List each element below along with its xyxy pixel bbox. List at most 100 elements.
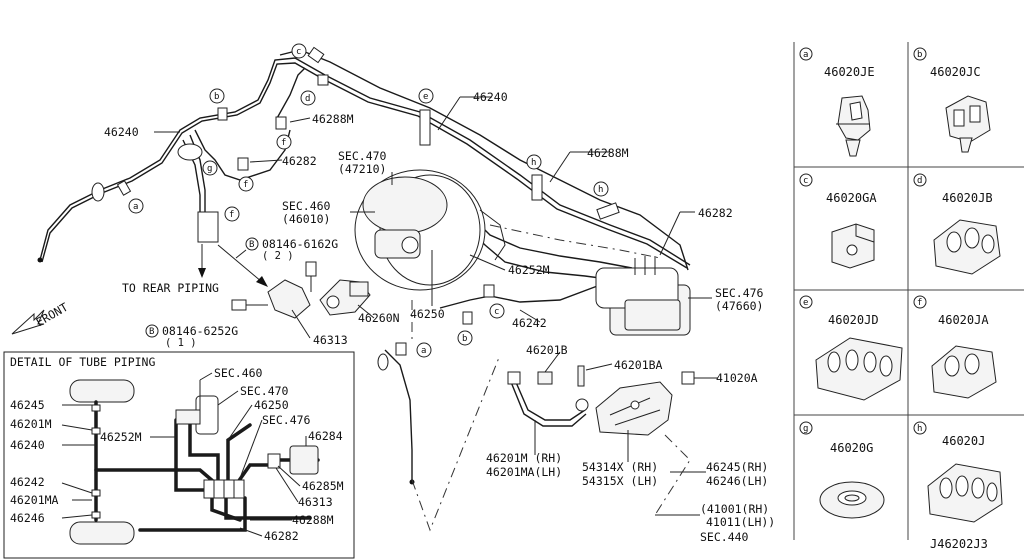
clip-46020jd-icon bbox=[815, 337, 903, 401]
svg-text:e: e bbox=[423, 92, 428, 102]
clip-panel-h: h 46020J bbox=[913, 421, 1003, 523]
label-46201ma: 46201MA(LH) bbox=[486, 465, 562, 479]
svg-text:c: c bbox=[296, 47, 301, 57]
ref-circle-f: f bbox=[238, 176, 254, 192]
backing-plate-54314x bbox=[595, 381, 673, 436]
brake-pipe-46288m bbox=[279, 49, 689, 271]
svg-text:b: b bbox=[462, 334, 467, 344]
brake-hose-46201m bbox=[507, 371, 589, 427]
svg-text:g: g bbox=[207, 164, 212, 174]
clip-part-46020jd: 46020JD bbox=[828, 313, 879, 327]
detail-master-cylinder bbox=[175, 409, 201, 425]
main-piping-drawing: 46240 46240 46288M 46288M 46282 46282 SE… bbox=[11, 43, 988, 551]
svg-text:08146-6252G: 08146-6252G bbox=[162, 324, 238, 338]
svg-text:a: a bbox=[133, 202, 138, 212]
svg-text:08146-6162G: 08146-6162G bbox=[262, 237, 338, 251]
abs-actuator bbox=[595, 256, 691, 336]
clip-panel-d: d 46020JB bbox=[913, 173, 1001, 275]
detail-label-46288m: 46288M bbox=[292, 513, 334, 527]
detail-label-46250: 46250 bbox=[254, 398, 289, 412]
svg-text:c: c bbox=[494, 307, 499, 317]
clip-46020ga-icon bbox=[831, 223, 875, 269]
label-sec460: SEC.460 bbox=[282, 199, 331, 213]
detail-label-46245: 46245 bbox=[10, 398, 45, 412]
diagram-id: J46202J3 bbox=[930, 537, 988, 551]
detail-title: DETAIL OF TUBE PIPING bbox=[10, 355, 155, 369]
label-sec476: SEC.476 bbox=[715, 286, 764, 300]
label-sec470-sub: (47210) bbox=[338, 162, 386, 176]
label-46245: 46245(RH) bbox=[706, 460, 768, 474]
detail-label-sec476: SEC.476 bbox=[262, 413, 311, 427]
grommet-46020g-icon bbox=[819, 481, 885, 519]
ref-circle-a: a bbox=[128, 198, 144, 214]
clip-panel-c: c 46020GA bbox=[799, 173, 877, 269]
label-54315x: 54315X (LH) bbox=[582, 474, 658, 488]
label-46282: 46282 bbox=[282, 154, 317, 168]
ref-circle-b: b bbox=[209, 88, 225, 104]
clip-panel-f: f 46020JA bbox=[913, 295, 997, 399]
clip-part-46020jc: 46020JC bbox=[930, 65, 981, 79]
clip-46020ja-icon bbox=[931, 345, 997, 399]
ref-circle-f: f bbox=[224, 206, 240, 222]
label-46201m: 46201M (RH) bbox=[486, 451, 562, 465]
detail-label-46201m: 46201M bbox=[10, 417, 52, 431]
bolt-label-b: B 08146-6252G ( 1 ) bbox=[145, 324, 238, 349]
svg-text:B: B bbox=[249, 240, 254, 250]
bolt-label-a: B 08146-6162G ( 2 ) bbox=[245, 237, 338, 262]
ref-circle-h: h bbox=[526, 154, 542, 170]
ref-circle-f: f bbox=[276, 134, 292, 150]
label-46282: 46282 bbox=[698, 206, 733, 220]
label-41001: (41001(RH) bbox=[700, 502, 769, 516]
svg-text:b: b bbox=[214, 92, 219, 102]
label-41011: 41011(LH)) bbox=[706, 515, 775, 529]
ref-circle-a: a bbox=[416, 342, 432, 358]
label-54314x: 54314X (RH) bbox=[582, 460, 658, 474]
clip-46201b bbox=[537, 371, 553, 385]
detail-label-46282: 46282 bbox=[264, 529, 299, 543]
clip-panel-b: b 46020JC bbox=[913, 47, 991, 153]
detail-label-46240: 46240 bbox=[10, 438, 45, 452]
clip-part-46020ga: 46020GA bbox=[826, 191, 877, 205]
svg-text:B: B bbox=[149, 327, 154, 337]
svg-text:h: h bbox=[598, 185, 603, 195]
ref-circle-b: b bbox=[457, 330, 473, 346]
svg-text:d: d bbox=[917, 176, 922, 186]
detail-label-sec460: SEC.460 bbox=[214, 366, 263, 380]
svg-text:( 2 ): ( 2 ) bbox=[262, 250, 294, 262]
brake-pipe-46242 bbox=[439, 284, 601, 309]
svg-text:b: b bbox=[917, 50, 922, 60]
label-sec470: SEC.470 bbox=[338, 149, 387, 163]
detail-junction-46313 bbox=[267, 453, 281, 469]
clip-panel-g: g 46020G bbox=[799, 421, 885, 519]
label-46240: 46240 bbox=[104, 125, 139, 139]
clip-46020je-icon bbox=[836, 95, 871, 157]
brake-pipe-46282 bbox=[194, 129, 291, 181]
clip-46201ba bbox=[577, 365, 585, 387]
bolt-41020a bbox=[681, 371, 695, 385]
clip-part-46020je: 46020JE bbox=[824, 65, 875, 79]
clip-panel-a: a 46020JE bbox=[799, 47, 875, 157]
label-41020a: 41020A bbox=[716, 371, 758, 385]
label-46313: 46313 bbox=[313, 333, 348, 347]
svg-text:d: d bbox=[305, 94, 310, 104]
label-sec460-sub: (46010) bbox=[282, 212, 330, 226]
ref-circle-c: c bbox=[291, 43, 307, 59]
label-46240: 46240 bbox=[473, 90, 508, 104]
clip-part-46020g: 46020G bbox=[830, 441, 873, 455]
label-46246: 46246(LH) bbox=[706, 474, 768, 488]
svg-text:h: h bbox=[531, 158, 536, 168]
label-46260n: 46260N bbox=[358, 311, 400, 325]
label-sec476-sub: (47660) bbox=[715, 299, 763, 313]
svg-text:f: f bbox=[917, 298, 922, 308]
clip-part-46020jb: 46020JB bbox=[942, 191, 993, 205]
clip-panel-e: e 46020JD bbox=[799, 295, 903, 401]
ref-circle-d: d bbox=[300, 90, 316, 106]
svg-text:g: g bbox=[803, 424, 808, 434]
clip-46020jc-icon bbox=[945, 95, 991, 153]
detail-label-46285m: 46285M bbox=[302, 479, 344, 493]
label-46242: 46242 bbox=[512, 316, 547, 330]
svg-text:h: h bbox=[917, 424, 922, 434]
label-46288m: 46288M bbox=[312, 112, 354, 126]
svg-text:a: a bbox=[421, 346, 426, 356]
